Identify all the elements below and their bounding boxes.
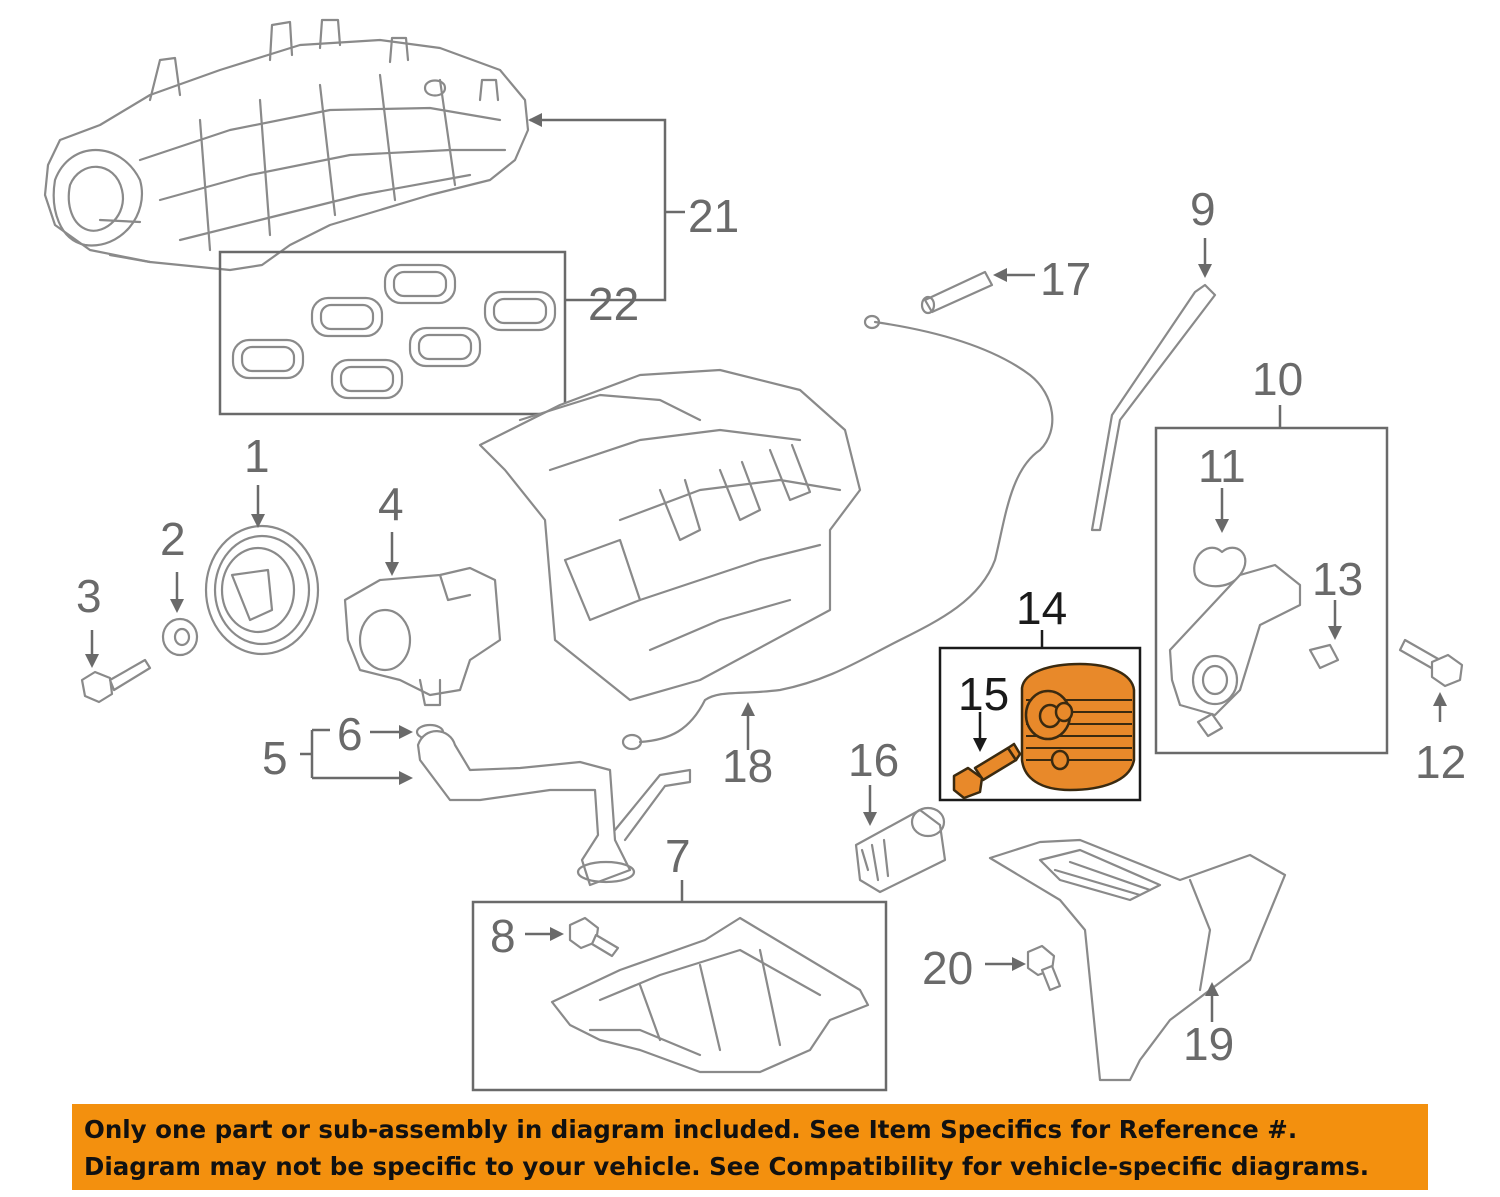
- oil-pan-bolt-illustration: [568, 916, 620, 958]
- callout-12: 12: [1415, 736, 1466, 788]
- oil-pump-illustration: [343, 566, 502, 707]
- callout-21: 21: [688, 190, 739, 242]
- pulley-bolt-illustration: [80, 658, 152, 704]
- intake-manifold-illustration: [43, 18, 530, 272]
- callout-13: 13: [1312, 553, 1363, 605]
- callout-10: 10: [1252, 353, 1303, 405]
- callout-15: 15: [958, 668, 1009, 720]
- callout-11: 11: [1198, 440, 1246, 492]
- callout-18: 18: [722, 740, 773, 792]
- leader-21-22: [530, 118, 667, 302]
- callout-6: 6: [337, 708, 363, 760]
- callout-2: 2: [160, 513, 186, 565]
- adapter-bolt-illustration: [1398, 638, 1464, 688]
- callout-7: 7: [665, 830, 691, 882]
- oil-filter-adapter-group-box: [1154, 426, 1389, 755]
- oil-filter-adapter-illustration: [1168, 546, 1340, 738]
- callout-5: 5: [262, 732, 288, 784]
- callout-9: 9: [1190, 183, 1216, 235]
- dipstick-tube-illustration: [1090, 283, 1217, 532]
- oil-filter-illustration: [854, 806, 947, 894]
- disclaimer-line-2: Diagram may not be specific to your vehi…: [84, 1152, 1370, 1181]
- callout-20: 20: [922, 942, 973, 994]
- callout-14: 14: [1016, 582, 1067, 634]
- oil-cooler-illustration[interactable]: [1020, 662, 1136, 792]
- callout-22: 22: [588, 278, 639, 330]
- callout-19: 19: [1183, 1018, 1234, 1070]
- callout-8: 8: [490, 910, 516, 962]
- intake-gasket-set-illustration: [218, 250, 567, 416]
- callout-1: 1: [244, 430, 270, 482]
- callout-4: 4: [378, 478, 404, 530]
- engine-block-illustration: [478, 368, 862, 702]
- callout-16: 16: [848, 734, 899, 786]
- baffle-bolt-illustration: [1026, 944, 1062, 992]
- oil-pan-group-box: [471, 900, 888, 1092]
- disclaimer-banner: Only one part or sub-assembly in diagram…: [72, 1104, 1428, 1190]
- oil-cooler-group-box: [938, 646, 1142, 802]
- wiring-harness-illustration: [638, 320, 1054, 744]
- callout-17: 17: [1040, 253, 1091, 305]
- oil-pickup-tube-illustration: [416, 730, 692, 887]
- oil-pan-illustration: [550, 916, 870, 1074]
- sensor-17-illustration: [920, 270, 994, 315]
- washer-illustration: [161, 617, 199, 657]
- callout-3: 3: [76, 570, 102, 622]
- disclaimer-line-1: Only one part or sub-assembly in diagram…: [84, 1115, 1298, 1144]
- gasket-group-box: [218, 250, 567, 416]
- oil-cooler-bolt-illustration[interactable]: [952, 742, 1022, 800]
- crankshaft-pulley-illustration: [204, 524, 320, 656]
